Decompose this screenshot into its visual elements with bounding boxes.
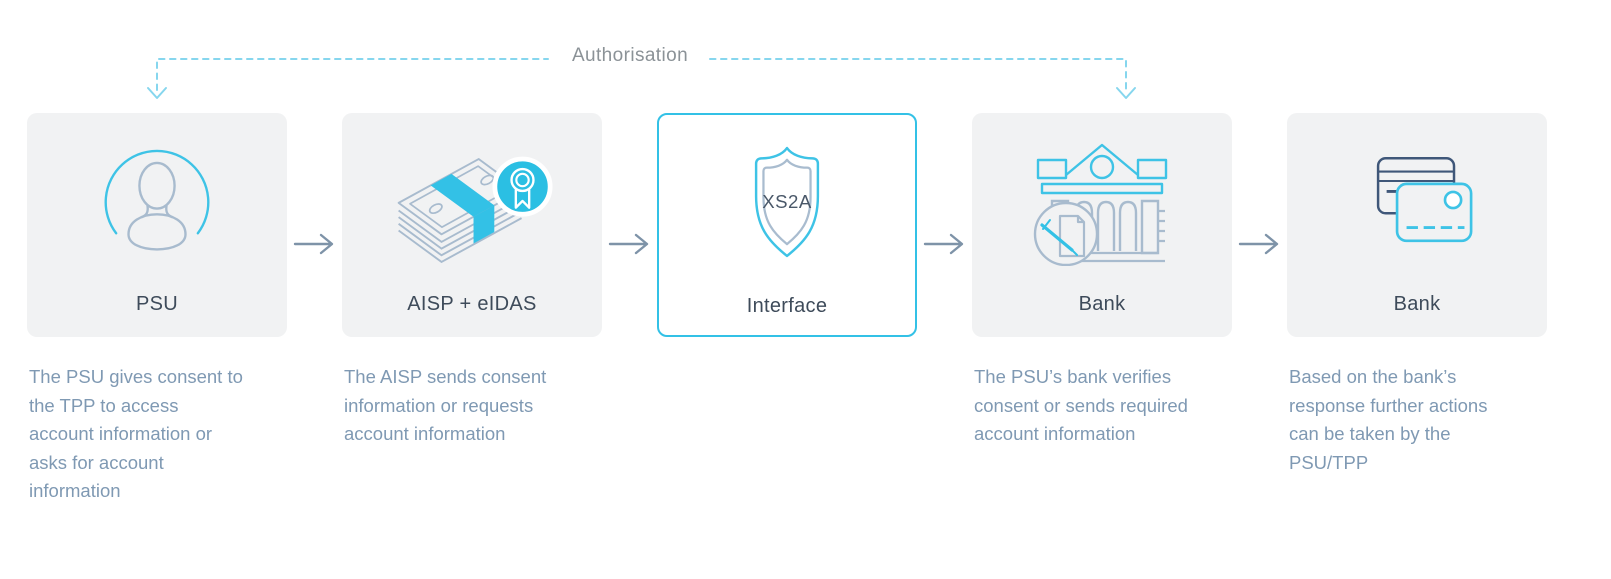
flow-arrow-icon (923, 233, 964, 255)
step-bank-verify: Bank The PSU’s bank verifies consent or … (972, 113, 1232, 444)
aisp-label: AISP + eIDAS (407, 293, 537, 315)
bank-response-description: Based on the bank’s response further act… (1289, 366, 1488, 473)
bank-verify-card: Bank (972, 113, 1232, 337)
bank-building-icon (972, 133, 1232, 267)
step-interface: XS2A Interface (657, 113, 917, 337)
authorisation-flow-line (147, 58, 1136, 99)
arrow-down-icon (1116, 87, 1136, 99)
step-bank-response: Bank Based on the bank’s response furthe… (1287, 113, 1547, 473)
bank-verify-description: The PSU’s bank verifies consent or sends… (974, 366, 1188, 444)
flow-arrow-icon (1238, 233, 1279, 255)
flow-arrow-icon (293, 233, 334, 255)
aisp-card: AISP + eIDAS (342, 113, 602, 337)
step-aisp-eidas: AISP + eIDAS The AISP sends consent info… (342, 113, 602, 444)
xs2a-shield-icon: XS2A (659, 135, 915, 269)
psu-card: PSU (27, 113, 287, 337)
banknotes-badge-icon (342, 133, 602, 267)
authorisation-label: Authorisation (571, 45, 689, 66)
bank-response-card: Bank (1287, 113, 1547, 337)
psu-description: The PSU gives consent to the TPP to acce… (29, 366, 243, 501)
interface-card: XS2A Interface (657, 113, 917, 337)
psu-label: PSU (135, 293, 179, 315)
interface-label: Interface (746, 295, 828, 317)
shield-text: XS2A (762, 191, 812, 212)
person-icon (27, 133, 287, 267)
arrow-down-icon (147, 87, 167, 99)
credit-cards-icon (1287, 133, 1547, 267)
flow-arrow-icon (608, 233, 649, 255)
bank-verify-label: Bank (1078, 293, 1126, 315)
aisp-description: The AISP sends consent information or re… (344, 366, 547, 444)
bank-response-label: Bank (1393, 293, 1441, 315)
step-psu: PSU The PSU gives consent to the TPP to … (27, 113, 287, 501)
